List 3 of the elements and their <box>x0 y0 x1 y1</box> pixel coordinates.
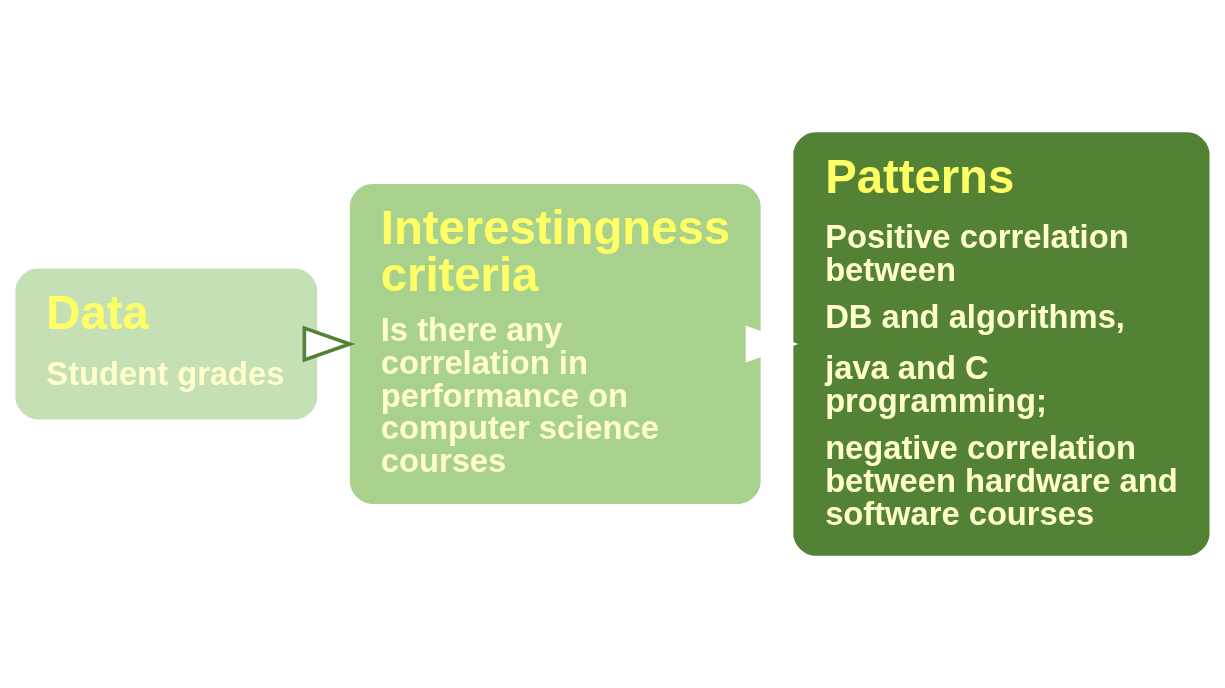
arrow <box>745 325 799 363</box>
arrow <box>302 325 356 363</box>
node-box: Patterns Positive correlation between DB and algorithms, java and C programming; negative correlation between hardware and software courses <box>793 132 1210 556</box>
